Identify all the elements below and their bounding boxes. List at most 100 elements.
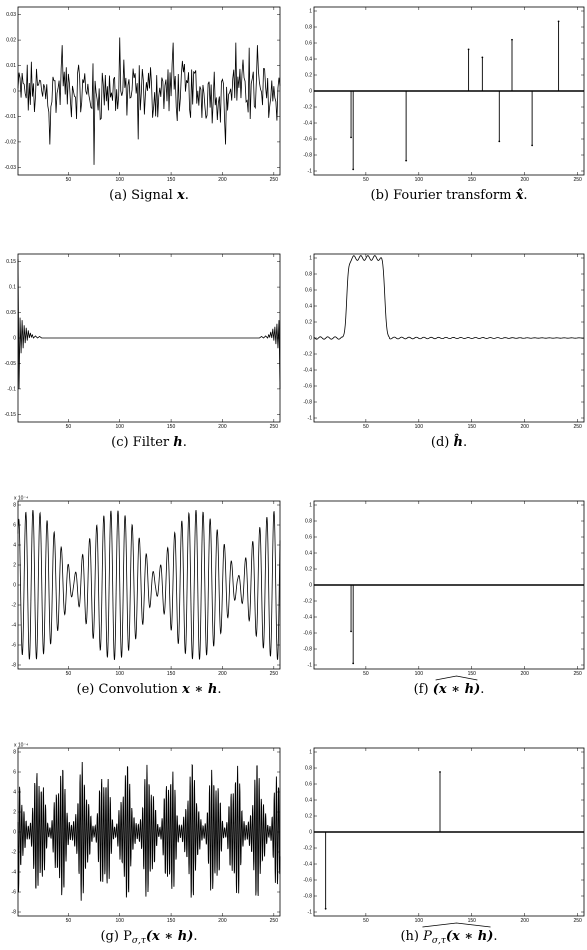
x-tick-label: 100 [415, 424, 424, 430]
y-tick-label: 0 [309, 89, 312, 95]
y-exponent-label: x 10⁻⁴ [14, 743, 28, 749]
series-line [17, 761, 281, 901]
stem-marker [405, 159, 408, 162]
x-tick-label: 150 [167, 671, 176, 677]
caption-part: . [185, 188, 189, 203]
y-tick-label: -0.2 [303, 352, 312, 358]
x-tick-label: 250 [270, 177, 279, 183]
y-tick-label: 1 [309, 9, 312, 15]
x-tick-label: 200 [218, 424, 227, 430]
y-tick-label: -0.4 [303, 615, 312, 621]
y-tick-label: 8 [13, 503, 16, 509]
stem-marker [352, 662, 355, 665]
x-tick-label: 150 [468, 424, 477, 430]
stem-marker [481, 56, 484, 59]
x-tick-label: 50 [66, 918, 72, 924]
x-tick-label: 50 [66, 424, 72, 430]
y-tick-label: 0.2 [305, 73, 312, 79]
y-tick-label: 0.2 [305, 567, 312, 573]
y-tick-label: -0.1 [7, 387, 16, 393]
y-tick-label: 0.2 [305, 320, 312, 326]
y-tick-label: -0.4 [303, 368, 312, 374]
y-tick-label: 0.8 [305, 519, 312, 525]
x-tick-label: 150 [468, 177, 477, 183]
x-tick-label: 250 [573, 918, 582, 924]
y-tick-label: 0.4 [305, 57, 312, 63]
y-tick-label: 2 [13, 810, 16, 816]
caption-part: (x ∗ h) [433, 682, 481, 697]
y-tick-label: -6 [12, 890, 17, 896]
caption-part: (a) Signal [109, 188, 177, 203]
x-tick-label: 100 [116, 671, 125, 677]
caption-part: . [193, 929, 197, 944]
x-tick-label: 150 [167, 177, 176, 183]
y-tick-label: 0.8 [305, 766, 312, 772]
x-tick-label: 50 [363, 424, 369, 430]
x-tick-label: 250 [270, 671, 279, 677]
y-tick-label: -1 [308, 416, 313, 422]
caption-h: (h) Pσ,τ(x ∗ h). [400, 929, 497, 946]
x-tick-label: 200 [521, 424, 530, 430]
stem-marker [557, 20, 560, 23]
x-tick-label: 50 [66, 671, 72, 677]
y-tick-label: 4 [13, 543, 16, 549]
y-tick-label: 0.4 [305, 798, 312, 804]
y-tick-label: -1 [308, 663, 313, 669]
y-tick-label: 0.05 [6, 310, 16, 316]
caption-part: (e) Convolution [77, 682, 183, 697]
caption-part: σ,τ [132, 936, 147, 946]
y-tick-label: 0 [13, 583, 16, 589]
y-tick-label: -0.8 [303, 153, 312, 159]
caption-part: (g) P [100, 929, 132, 944]
y-tick-label: 0.4 [305, 304, 312, 310]
y-tick-label: -0.05 [5, 361, 17, 367]
stem-marker [439, 771, 441, 773]
y-tick-label: -0.6 [303, 878, 312, 884]
caption-a: (a) Signal x. [109, 188, 189, 203]
stem-marker [324, 907, 327, 910]
x-tick-label: 200 [218, 671, 227, 677]
caption-part: (x ∗ h) [146, 929, 194, 944]
caption-part: x̂ [515, 188, 524, 203]
y-tick-label: -0.4 [303, 862, 312, 868]
stem-marker [350, 136, 352, 139]
caption-part: (b) Fourier transform [371, 188, 516, 203]
caption-f: (f) (x ∗ h). [414, 682, 485, 697]
x-tick-label: 250 [573, 177, 582, 183]
x-tick-label: 50 [363, 177, 369, 183]
caption-part: (f) [414, 682, 433, 697]
y-tick-label: -4 [12, 870, 17, 876]
x-tick-label: 200 [521, 671, 530, 677]
y-tick-label: 2 [13, 563, 16, 569]
y-tick-label: -2 [12, 850, 17, 856]
x-tick-label: 150 [468, 671, 477, 677]
y-tick-label: 4 [13, 790, 16, 796]
x-tick-label: 250 [270, 918, 279, 924]
x-tick-label: 100 [415, 918, 424, 924]
caption-part: ĥ [454, 434, 463, 450]
y-tick-label: 0.01 [6, 63, 16, 69]
y-tick-label: 0 [13, 830, 16, 836]
y-tick-label: 1 [309, 750, 312, 756]
x-tick-label: 150 [167, 918, 176, 924]
series-line [17, 509, 281, 660]
stem-marker [467, 48, 470, 51]
y-tick-label: -0.15 [5, 412, 17, 418]
y-tick-label: -1 [308, 169, 313, 175]
y-tick-label: -0.4 [303, 121, 312, 127]
x-tick-label: 50 [363, 918, 369, 924]
x-tick-label: 100 [415, 671, 424, 677]
caption-part: (x ∗ h) [446, 929, 494, 944]
x-tick-label: 200 [521, 918, 530, 924]
y-tick-label: 0.8 [305, 25, 312, 31]
caption-b: (b) Fourier transform x̂. [371, 188, 528, 203]
caption-g: (g) Pσ,τ(x ∗ h). [100, 929, 197, 946]
y-tick-label: 0.6 [305, 41, 312, 47]
x-tick-label: 150 [167, 424, 176, 430]
y-tick-label: -0.01 [5, 114, 17, 120]
